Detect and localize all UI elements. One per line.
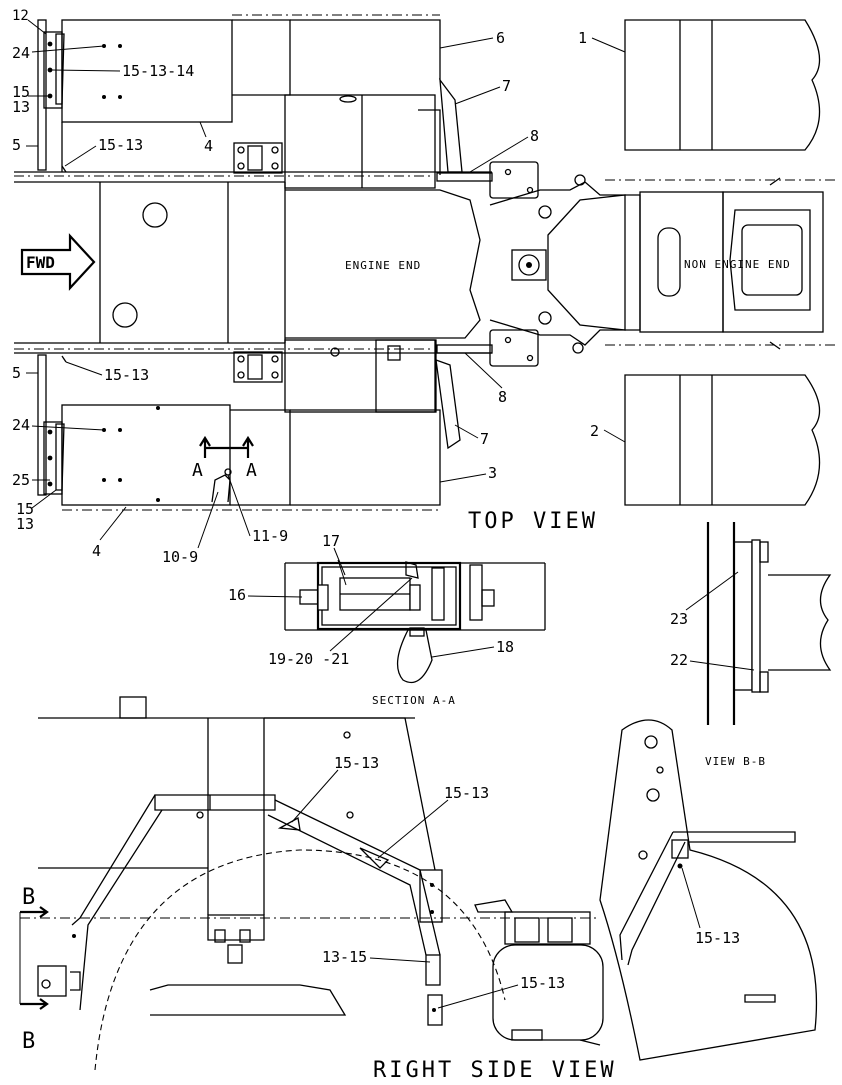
callout-24-lower: 24 [12,416,30,434]
callout-15-13-side-a: 15-13 [334,754,379,772]
callout-a-left: A [192,460,203,481]
callout-4-upper: 4 [204,137,213,155]
callout-3: 3 [488,464,497,482]
callout-23: 23 [670,610,688,628]
fwd-arrow: FWD [20,233,96,291]
callout-7-lower: 7 [480,430,489,448]
top-view: FWD ENGINE END [14,14,835,534]
callout-15-upper: 15 [12,83,30,101]
callout-12: 12 [12,8,29,24]
fwd-label: FWD [26,253,55,272]
callout-15-13-upper: 15-13 [98,136,143,154]
callout-15-13-14: 15-13-14 [122,62,194,80]
callout-4-lower: 4 [92,542,101,560]
right-side-view: 15-13 15-13 15-13 15-13 13-15 B B RIGHT … [19,696,818,1083]
engine-end-label: ENGINE END [345,259,421,272]
callout-16: 16 [228,586,246,604]
view-b-b: 23 22 VIEW B-B [670,522,832,768]
callout-15-lower: 15 [16,500,34,518]
top-view-callouts: 12 24 15-13-14 15 13 5 15-13 4 6 7 8 1 5… [12,8,626,566]
right-side-view-title: RIGHT SIDE VIEW [373,1058,617,1083]
callout-13-lower: 13 [16,515,34,533]
callout-6: 6 [496,29,505,47]
non-engine-end-label: NON ENGINE END [684,258,791,271]
view-b-b-title: VIEW B-B [705,755,766,768]
top-view-title: TOP VIEW [468,509,598,534]
callout-15-13-side-c: 15-13 [520,974,565,992]
callout-17: 17 [322,532,340,550]
callout-15-13-side-d: 15-13 [695,929,740,947]
callout-11-9: 11-9 [252,527,288,545]
callout-15-13-lower: 15-13 [104,366,149,384]
callout-2: 2 [590,422,599,440]
callout-18: 18 [496,638,514,656]
callout-b-top: B [22,885,35,910]
section-a-a: 17 16 19-20 -21 18 SECTION A-A [228,532,546,707]
callout-8-upper: 8 [530,127,539,145]
callout-1: 1 [578,29,587,47]
callout-13-15: 13-15 [322,948,367,966]
section-a-a-title: SECTION A-A [372,694,456,707]
callout-8-lower: 8 [498,388,507,406]
callout-22: 22 [670,651,688,669]
callout-7-upper: 7 [502,77,511,95]
callout-24-upper: 24 [12,44,30,62]
callout-a-right: A [246,460,257,481]
callout-5-upper: 5 [12,136,21,154]
callout-25: 25 [12,471,30,489]
callout-15-13-side-b: 15-13 [444,784,489,802]
callout-b-bottom: B [22,1029,35,1054]
callout-10-9: 10-9 [162,548,198,566]
callout-5-lower: 5 [12,364,21,382]
callout-13-upper: 13 [12,98,30,116]
callout-19-20-21: 19-20 -21 [268,650,349,668]
